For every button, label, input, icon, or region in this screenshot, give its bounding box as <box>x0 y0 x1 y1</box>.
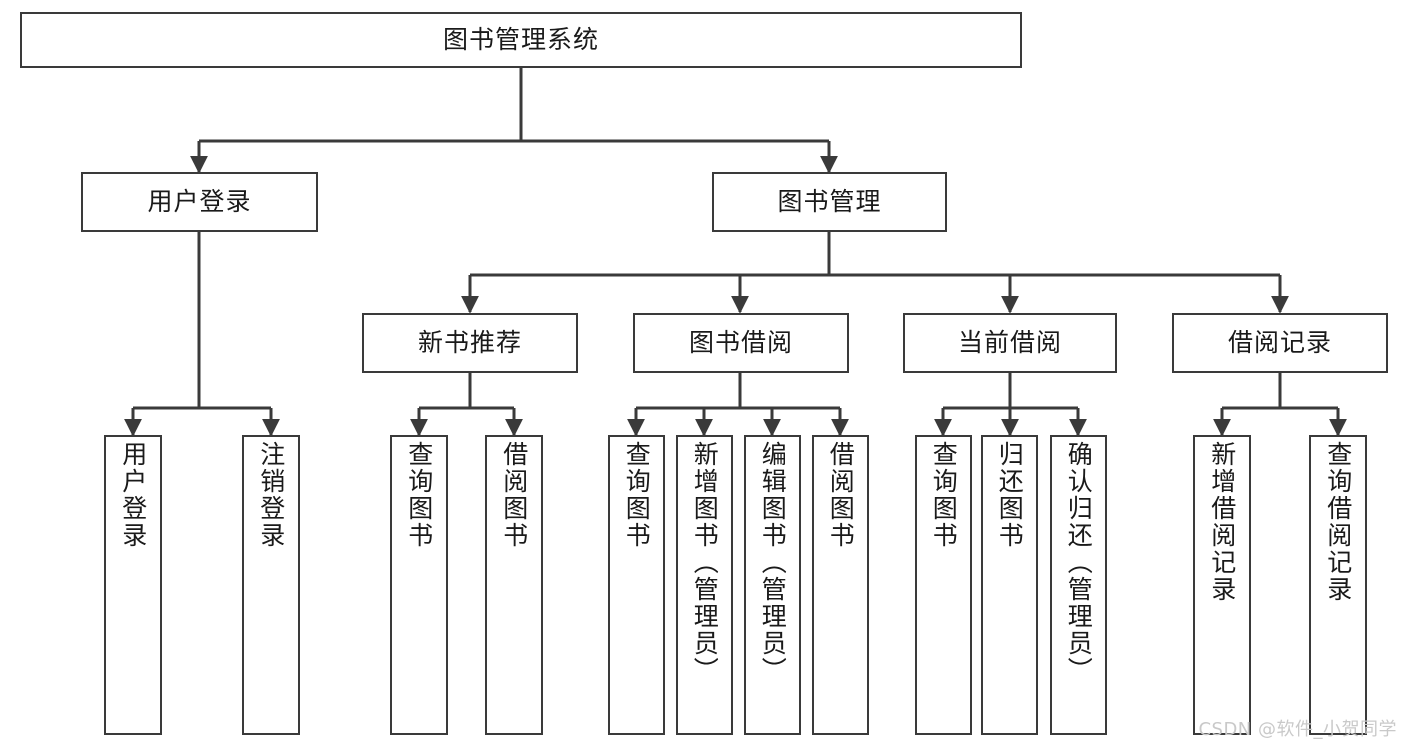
node-label: 图书管理系统 <box>442 25 599 55</box>
node-user-login[interactable]: 用户登录 <box>81 172 318 232</box>
node-label: 新书推荐 <box>417 328 522 358</box>
node-root-system[interactable]: 图书管理系统 <box>20 12 1022 68</box>
node-label: 归还图书 <box>995 441 1025 549</box>
node-label: 查询图书 <box>404 441 434 549</box>
node-label: 查询借阅记录 <box>1323 441 1353 603</box>
leaf-add-book[interactable]: 新增图书（管理员） <box>676 435 733 735</box>
node-label: 新增图书（管理员） <box>690 441 720 684</box>
node-new-book-recommend[interactable]: 新书推荐 <box>362 313 578 373</box>
leaf-query-borrow-record[interactable]: 查询借阅记录 <box>1309 435 1367 735</box>
node-label: 查询图书 <box>929 441 959 549</box>
leaf-borrow-book[interactable]: 借阅图书 <box>812 435 869 735</box>
node-borrow-record[interactable]: 借阅记录 <box>1172 313 1388 373</box>
node-book-management[interactable]: 图书管理 <box>712 172 947 232</box>
node-book-borrow[interactable]: 图书借阅 <box>633 313 849 373</box>
leaf-query-book-borrow[interactable]: 查询图书 <box>608 435 665 735</box>
csdn-watermark: CSDN @软件_小贺同学 <box>1198 719 1397 740</box>
node-label: 编辑图书（管理员） <box>758 441 788 684</box>
leaf-confirm-return[interactable]: 确认归还（管理员） <box>1050 435 1107 735</box>
leaf-edit-book[interactable]: 编辑图书（管理员） <box>744 435 801 735</box>
node-label: 注销登录 <box>256 441 286 549</box>
node-label: 借阅记录 <box>1227 328 1332 358</box>
leaf-query-book-recommend[interactable]: 查询图书 <box>390 435 448 735</box>
node-label: 新增借阅记录 <box>1207 441 1237 603</box>
node-label: 查询图书 <box>622 441 652 549</box>
node-label: 借阅图书 <box>499 441 529 549</box>
node-label: 确认归还（管理员） <box>1064 441 1094 684</box>
leaf-borrow-book-recommend[interactable]: 借阅图书 <box>485 435 543 735</box>
node-label: 图书借阅 <box>688 328 793 358</box>
node-current-borrow[interactable]: 当前借阅 <box>903 313 1117 373</box>
leaf-add-borrow-record[interactable]: 新增借阅记录 <box>1193 435 1251 735</box>
leaf-return-book[interactable]: 归还图书 <box>981 435 1038 735</box>
leaf-query-book-current[interactable]: 查询图书 <box>915 435 972 735</box>
leaf-logout-login[interactable]: 注销登录 <box>242 435 300 735</box>
node-label: 用户登录 <box>118 441 148 549</box>
node-label: 借阅图书 <box>826 441 856 549</box>
leaf-user-login[interactable]: 用户登录 <box>104 435 162 735</box>
node-label: 用户登录 <box>147 187 252 217</box>
node-label: 图书管理 <box>777 187 882 217</box>
node-label: 当前借阅 <box>957 328 1062 358</box>
